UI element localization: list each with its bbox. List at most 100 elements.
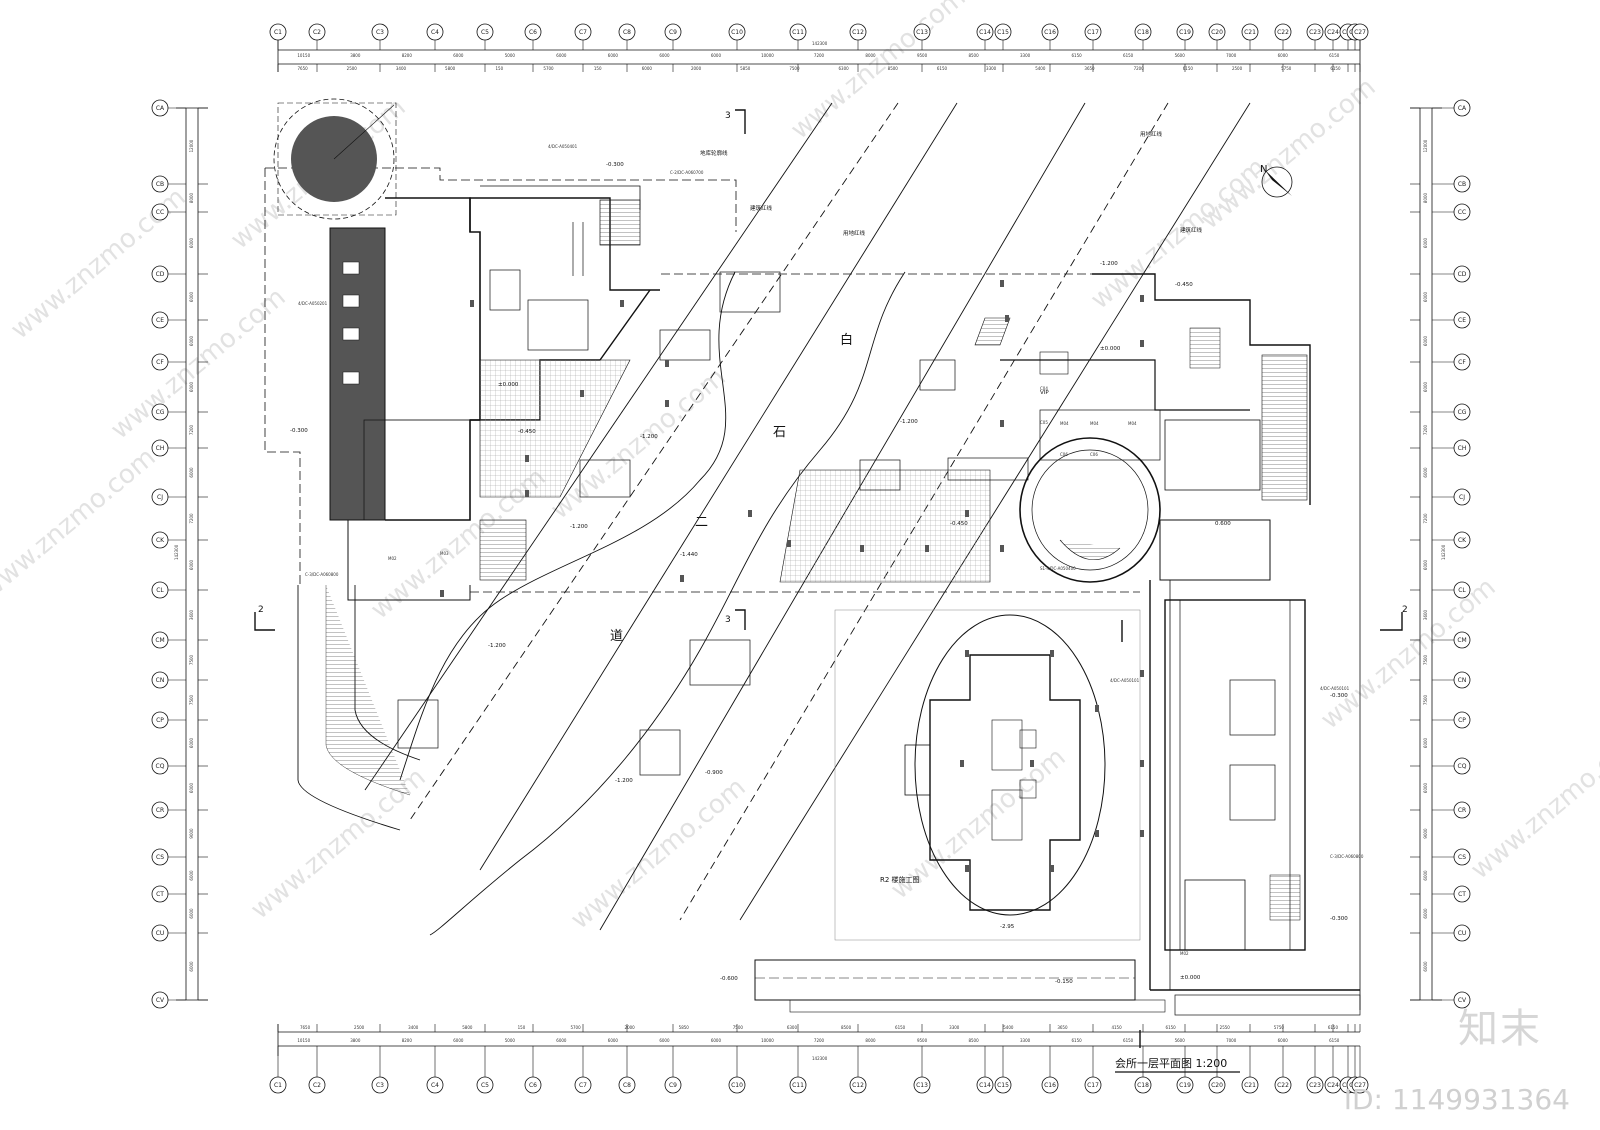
dimension-value: 5850 xyxy=(679,1025,690,1030)
column-bubble-c16: C16 xyxy=(1041,23,1059,41)
road-char-2: 石 xyxy=(773,425,786,440)
column-bubble-c20-label: C20 xyxy=(1211,1082,1223,1089)
dimension-value: 8200 xyxy=(402,53,413,58)
column-bubble-c5-label: C5 xyxy=(481,29,489,36)
dimension-value: 6000 xyxy=(189,335,194,346)
row-bubble-cm: CM xyxy=(1453,631,1471,649)
row-bubble-cp-label: CP xyxy=(1458,717,1466,724)
row-bubble-ca: CA xyxy=(151,99,169,117)
dimension-value: 6000 xyxy=(1278,1038,1289,1043)
column-bubble-c11-label: C11 xyxy=(792,1082,804,1089)
dimension-value: 6000 xyxy=(453,1038,464,1043)
plaza-paving xyxy=(479,359,991,583)
level-mark: -2.95 xyxy=(1000,924,1015,930)
dimension-value: 7000 xyxy=(1226,53,1237,58)
column-bubble-c17: C17 xyxy=(1084,23,1102,41)
door-tag: M03 xyxy=(440,551,449,556)
row-bubble-cn: CN xyxy=(151,671,169,689)
dimension-value: 7200 xyxy=(1423,513,1428,524)
column-bubble-c10: C10 xyxy=(728,23,746,41)
dimension-value: 6150 xyxy=(1329,1038,1340,1043)
column-bubble-c3-label: C3 xyxy=(376,1082,384,1089)
north-arrow: N xyxy=(1260,164,1293,198)
column-bubble-c20: C20 xyxy=(1208,23,1226,41)
column-bubble-c15: C15 xyxy=(994,23,1012,41)
dimension-value: 3600 xyxy=(189,609,194,620)
row-bubble-cl: CL xyxy=(1453,581,1471,599)
dimension-value: 5800 xyxy=(462,1025,473,1030)
row-bubble-cf-label: CF xyxy=(156,359,164,366)
row-bubble-cp: CP xyxy=(151,711,169,729)
dimension-value: 6000 xyxy=(1278,53,1289,58)
row-bubble-cq-label: CQ xyxy=(156,763,165,770)
row-bubble-cp-label: CP xyxy=(156,717,164,724)
column-bubble-c19: C19 xyxy=(1176,1076,1194,1094)
column-bubble-c8-label: C8 xyxy=(623,1082,631,1089)
row-bubble-cb-label: CB xyxy=(1458,181,1466,188)
level-mark: ±0.000 xyxy=(498,382,519,388)
row-bubble-cf: CF xyxy=(1453,353,1471,371)
dimension-value: 6150 xyxy=(1123,1038,1134,1043)
row-bubble-cb: CB xyxy=(151,175,169,193)
dimension-value: 5000 xyxy=(505,53,516,58)
watermark-text: www.znzmo.com xyxy=(565,772,751,935)
dimension-value: 6000 xyxy=(1423,335,1428,346)
column-bubble-c1: C1 xyxy=(269,23,287,41)
row-bubble-cn: CN xyxy=(1453,671,1471,689)
section-mark-2-right: 2 xyxy=(1402,605,1408,615)
dimension-value: 5800 xyxy=(445,66,456,71)
column-bubble-c22: C22 xyxy=(1274,1076,1292,1094)
total-dim-top: 142300 xyxy=(812,41,828,46)
row-bubble-cs: CS xyxy=(1453,848,1471,866)
column-bubble-c15-label: C15 xyxy=(997,1082,1009,1089)
column-bubble-c22-label: C22 xyxy=(1277,1082,1289,1089)
dimension-value: 8000 xyxy=(1423,192,1428,203)
dimension-value: 4150 xyxy=(1111,1025,1122,1030)
level-mark: -0.600 xyxy=(720,976,738,982)
column-bubble-c7: C7 xyxy=(574,1076,592,1094)
structural-column xyxy=(1000,280,1004,287)
dimension-value: 8500 xyxy=(968,53,979,58)
column-bubble-c24: C24 xyxy=(1324,1076,1342,1094)
column-bubble-c12-label: C12 xyxy=(852,29,864,36)
row-bubble-cr: CR xyxy=(151,801,169,819)
column-bubble-c1-label: C1 xyxy=(274,1082,282,1089)
dimension-value: 9500 xyxy=(917,53,928,58)
section-mark-2-left: 2 xyxy=(258,605,264,615)
column-bubble-c21: C21 xyxy=(1241,23,1259,41)
dimension-value: 6000 xyxy=(189,467,194,478)
row-bubble-cq-label: CQ xyxy=(1458,763,1467,770)
row-bubble-cq: CQ xyxy=(1453,757,1471,775)
column-bubble-c13-label: C13 xyxy=(916,29,928,36)
column-bubble-c23-label: C23 xyxy=(1309,1082,1321,1089)
detail-callouts: 4/DC-A050201 4/DC-A050101 4/DC-A050101 C… xyxy=(298,144,1364,859)
dimension-value: 8000 xyxy=(865,53,876,58)
column-bubble-c18: C18 xyxy=(1134,1076,1152,1094)
level-mark: 0.600 xyxy=(1215,521,1231,527)
dimension-value: 5400 xyxy=(1003,1025,1014,1030)
column-bubble-c4-label: C4 xyxy=(431,29,439,36)
road-char-4: 道 xyxy=(610,629,623,644)
callout: C-3/DC-A060800 xyxy=(1330,854,1364,859)
row-bubble-cu-label: CU xyxy=(156,930,165,937)
dimension-value: 7200 xyxy=(189,424,194,435)
watermark-id: ID: 1149931364 xyxy=(1343,1083,1570,1116)
dimension-value: 150 xyxy=(594,66,602,71)
level-mark: -0.300 xyxy=(1330,693,1348,699)
door-tag: M02 xyxy=(1180,951,1189,956)
row-bubble-cr: CR xyxy=(1453,801,1471,819)
roadside-boxes xyxy=(397,271,1029,776)
column-bubble-c27-label: C27 xyxy=(1354,1082,1366,1089)
dimension-value: 6000 xyxy=(1423,737,1428,748)
dimension-value: 8200 xyxy=(402,1038,413,1043)
column-bubble-c4: C4 xyxy=(426,23,444,41)
column-bubble-c3: C3 xyxy=(371,1076,389,1094)
row-bubble-cl: CL xyxy=(151,581,169,599)
column-bubble-c16: C16 xyxy=(1041,1076,1059,1094)
column-bubble-c23: C23 xyxy=(1306,23,1324,41)
column-bubble-c22-label: C22 xyxy=(1277,29,1289,36)
row-bubble-cj: CJ xyxy=(1453,488,1471,506)
column-bubble-c15-label: C15 xyxy=(997,29,1009,36)
column-bubble-c13-label: C13 xyxy=(916,1082,928,1089)
